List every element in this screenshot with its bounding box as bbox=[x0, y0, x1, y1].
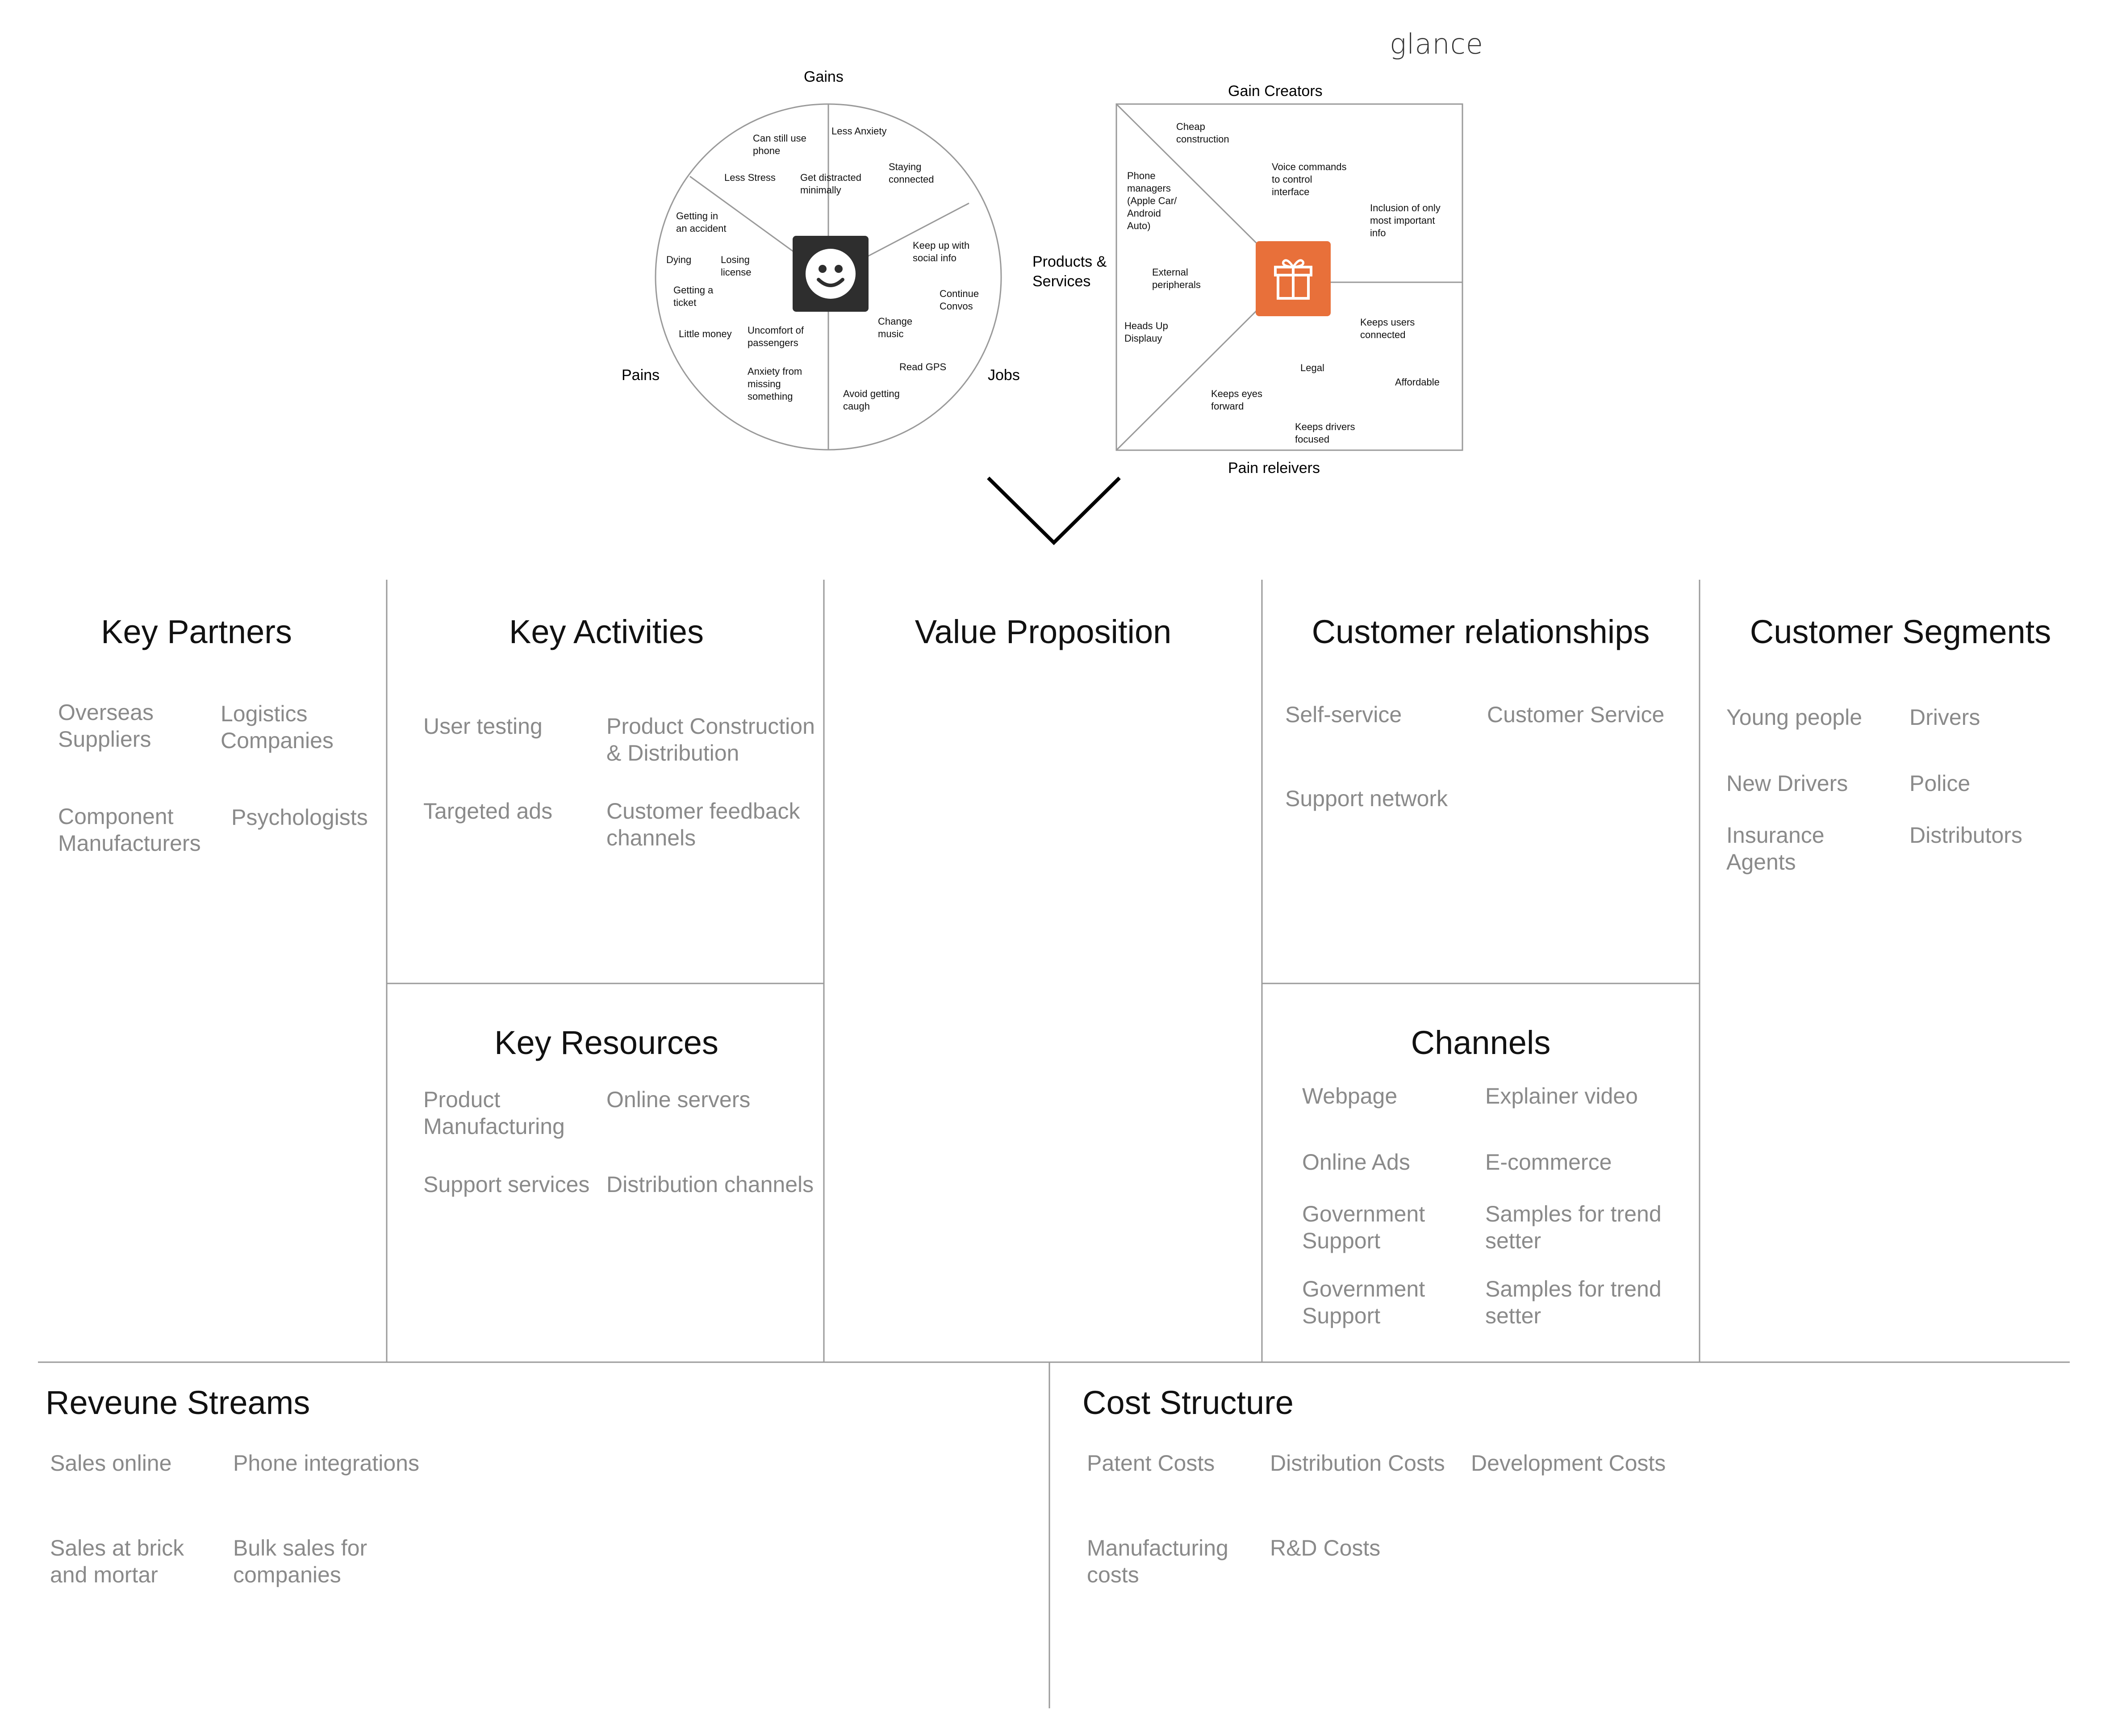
pain-reliever-item: Keeps eyes forward bbox=[1211, 388, 1262, 412]
product-service-item: External peripherals bbox=[1152, 267, 1201, 290]
cost-structure-item: Distribution Costs bbox=[1270, 1451, 1445, 1476]
job-item: Read GPS bbox=[899, 361, 947, 372]
cost-structure-item: Manufacturing costs bbox=[1087, 1535, 1228, 1587]
gain-creators-label: Gain Creators bbox=[1228, 83, 1323, 100]
customer-segment-item: Distributors bbox=[1909, 823, 2022, 848]
key-resource-item: Distribution channels bbox=[606, 1172, 814, 1197]
gains-label: Gains bbox=[804, 68, 844, 85]
pain-item: Getting a ticket bbox=[673, 284, 714, 308]
customer-relationship-item: Support network bbox=[1285, 786, 1448, 811]
cost-structure-item: Development Costs bbox=[1471, 1451, 1666, 1476]
key-resource-item: Product Manufacturing bbox=[423, 1087, 565, 1139]
product-service-item: Heads Up Displauy bbox=[1124, 320, 1168, 344]
pain-item: Losing license bbox=[721, 254, 752, 278]
job-item: Change music bbox=[878, 316, 913, 339]
channel-item: Webpage bbox=[1302, 1083, 1398, 1109]
key-partner-item: Overseas Suppliers bbox=[58, 700, 154, 752]
channel-item: Explainer video bbox=[1485, 1083, 1638, 1109]
key-resource-item: Support services bbox=[423, 1172, 590, 1197]
key-activity-item: Customer feedback channels bbox=[606, 799, 800, 850]
channel-item: Samples for trend setter bbox=[1485, 1201, 1662, 1253]
key-activities-title: Key Activities bbox=[509, 613, 704, 650]
glance-logo: glance bbox=[1390, 28, 1483, 60]
jobs-label: Jobs bbox=[988, 367, 1020, 384]
key-partners-title: Key Partners bbox=[101, 613, 292, 650]
pain-reliever-item: Affordable bbox=[1395, 376, 1440, 388]
customer-segment-item: New Drivers bbox=[1726, 771, 1848, 796]
key-partner-item: Component Manufacturers bbox=[58, 804, 201, 856]
pain-reliever-item: Legal bbox=[1300, 362, 1324, 373]
chevron-down-icon bbox=[987, 477, 1121, 545]
key-activity-item: Product Construction & Distribution bbox=[606, 714, 815, 766]
channel-item: Government Support bbox=[1302, 1276, 1425, 1328]
customer-relationship-item: Customer Service bbox=[1487, 702, 1665, 727]
pain-relievers-label: Pain releivers bbox=[1228, 460, 1320, 477]
gift-icon bbox=[1256, 241, 1331, 316]
key-resources-title: Key Resources bbox=[494, 1024, 718, 1061]
customer-segment-item: Police bbox=[1909, 771, 1971, 796]
pain-item: Little money bbox=[679, 328, 732, 339]
cost-structure-title: Cost Structure bbox=[1082, 1384, 1294, 1421]
channel-item: Online Ads bbox=[1302, 1150, 1410, 1175]
channel-item: Government Support bbox=[1302, 1201, 1425, 1253]
products-services-label: Products & Services bbox=[1032, 253, 1107, 290]
revenue-stream-item: Sales at brick and mortar bbox=[50, 1535, 184, 1587]
gain-creator-item: Cheap construction bbox=[1176, 121, 1229, 145]
gain-item: Less Anxiety bbox=[831, 125, 887, 137]
cost-structure-item: Patent Costs bbox=[1087, 1451, 1215, 1476]
pain-item: Uncomfort of passengers bbox=[748, 325, 804, 348]
channel-item: Samples for trend setter bbox=[1485, 1276, 1662, 1328]
job-item: Avoid getting caugh bbox=[843, 388, 900, 412]
job-item: Keep up with social info bbox=[913, 240, 970, 264]
value-map-square bbox=[1115, 103, 1463, 451]
revenue-stream-item: Phone integrations bbox=[233, 1451, 419, 1476]
pain-item: Dying bbox=[666, 254, 692, 265]
pains-label: Pains bbox=[622, 367, 660, 384]
channels-title: Channels bbox=[1411, 1024, 1551, 1061]
pain-reliever-item: Keeps drivers focused bbox=[1295, 421, 1355, 445]
smiley-icon bbox=[793, 236, 869, 312]
gain-creator-item: Voice commands to control interface bbox=[1272, 161, 1347, 197]
gain-creator-item: Inclusion of only most important info bbox=[1370, 202, 1441, 238]
key-partner-item: Psychologists bbox=[231, 805, 368, 830]
key-activity-item: Targeted ads bbox=[423, 799, 553, 824]
channel-item: E-commerce bbox=[1485, 1150, 1612, 1175]
cost-structure-item: R&D Costs bbox=[1270, 1535, 1381, 1560]
customer-segment-item: Drivers bbox=[1909, 705, 1980, 730]
value-proposition-title: Value Proposition bbox=[915, 613, 1172, 650]
gain-item: Get distracted minimally bbox=[800, 172, 861, 196]
gain-item: Staying connected bbox=[889, 161, 934, 185]
customer-relationship-item: Self-service bbox=[1285, 702, 1402, 727]
customer-relationships-title: Customer relationships bbox=[1312, 613, 1650, 650]
customer-segment-item: Young people bbox=[1726, 705, 1863, 730]
pain-item: Anxiety from missing something bbox=[748, 366, 802, 402]
revenue-streams-title: Reveune Streams bbox=[46, 1384, 310, 1421]
key-resource-item: Online servers bbox=[606, 1087, 751, 1112]
revenue-stream-item: Sales online bbox=[50, 1451, 172, 1476]
customer-segment-item: Insurance Agents bbox=[1726, 823, 1825, 874]
product-service-item: Phone managers (Apple Car/ Android Auto) bbox=[1127, 170, 1177, 231]
pain-item: Getting in an accident bbox=[676, 210, 727, 234]
key-partner-item: Logistics Companies bbox=[221, 701, 334, 753]
revenue-stream-item: Bulk sales for companies bbox=[233, 1535, 368, 1587]
gain-item: Less Stress bbox=[724, 172, 776, 183]
customer-segments-title: Customer Segments bbox=[1750, 613, 2051, 650]
key-activity-item: User testing bbox=[423, 714, 543, 739]
gain-item: Can still use phone bbox=[753, 133, 806, 156]
job-item: Continue Convos bbox=[940, 288, 979, 312]
pain-reliever-item: Keeps users connected bbox=[1360, 317, 1415, 340]
